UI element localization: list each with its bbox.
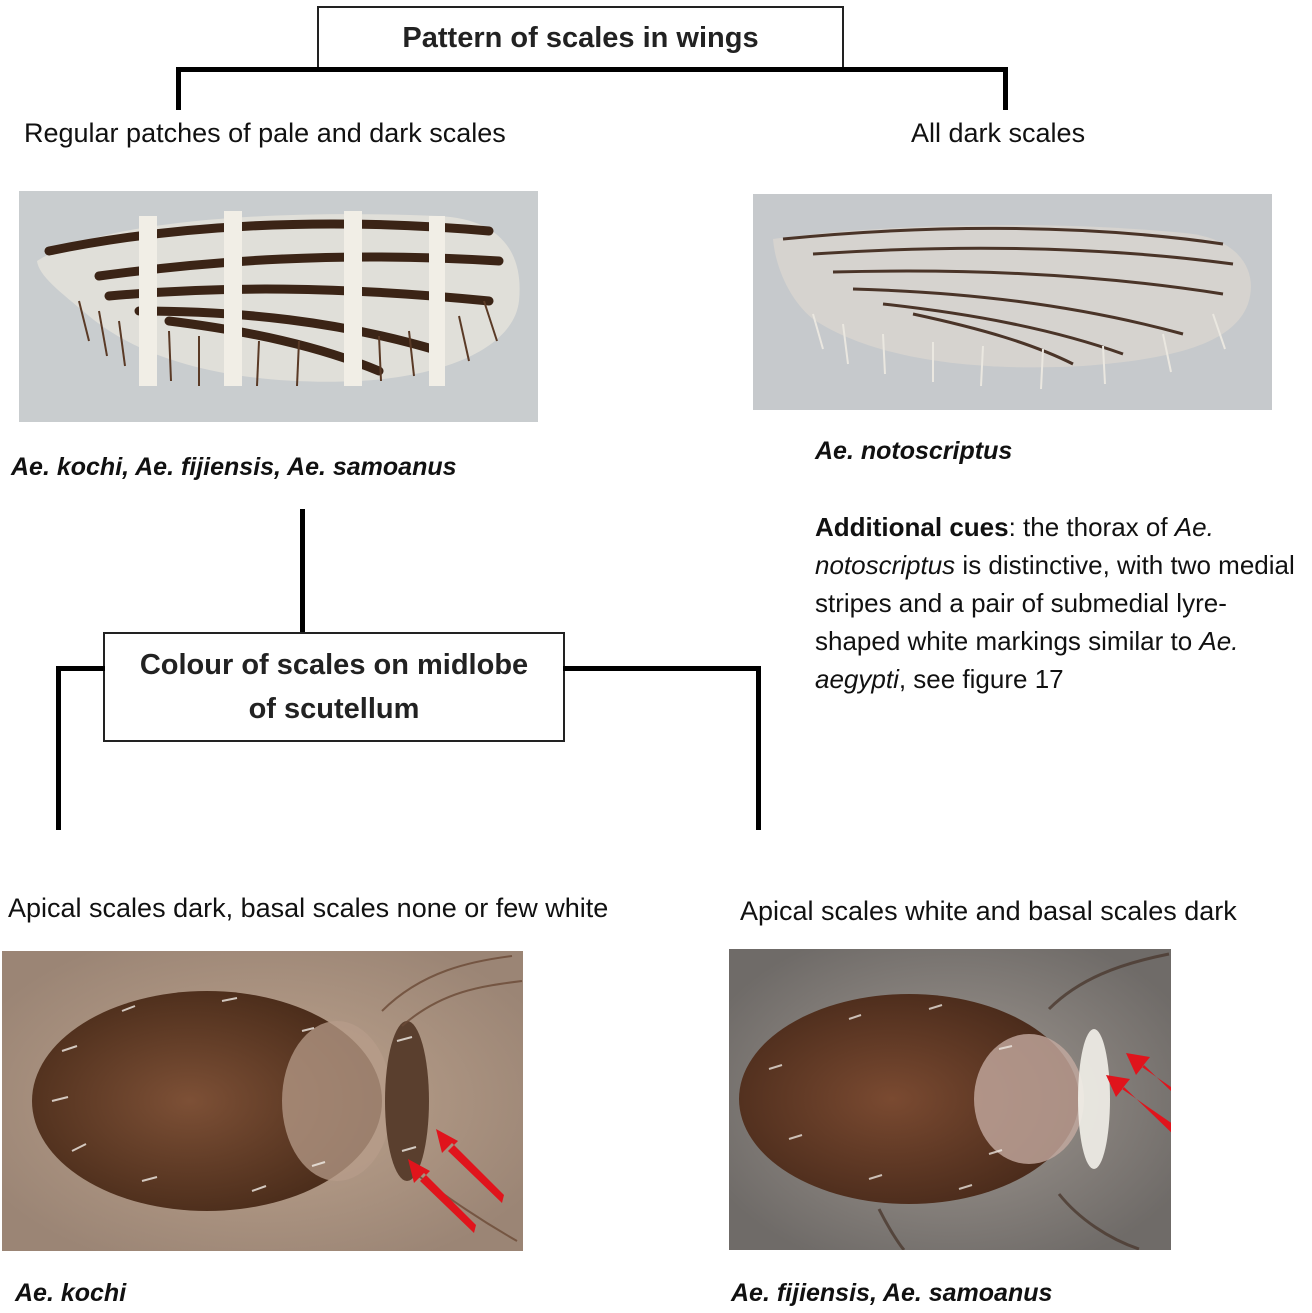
mid-connector-left-horizontal [56, 666, 105, 671]
mid-connector-right-drop [756, 666, 761, 830]
leaf-left-species: Ae. kochi [15, 1279, 126, 1308]
cues-part1: : the thorax of [1009, 512, 1175, 542]
cues-part3: , see figure 17 [899, 664, 1064, 694]
scutellum-fijiensis-image [729, 949, 1171, 1250]
top-decision-label: Pattern of scales in wings [402, 22, 758, 55]
branch-right-label: All dark scales [911, 118, 1085, 149]
mid-decision-line1: Colour of scales on midlobe [140, 643, 528, 687]
additional-cues-heading: Additional cues [815, 512, 1009, 542]
top-connector-right-drop [1003, 67, 1008, 110]
scutellum-kochi-image [2, 951, 523, 1251]
additional-cues-text: Additional cues: the thorax of Ae. notos… [815, 508, 1305, 698]
wing-right-species: Ae. notoscriptus [815, 437, 1012, 466]
mid-decision-line2: of scutellum [249, 687, 420, 731]
mid-decision-box: Colour of scales on midlobe of scutellum [103, 632, 565, 742]
leaf-left-label: Apical scales dark, basal scales none or… [8, 893, 608, 924]
wing-left-species: Ae. kochi, Ae. fijiensis, Ae. samoanus [11, 453, 457, 482]
wing-banded-image [19, 191, 538, 422]
branch-left-label: Regular patches of pale and dark scales [24, 118, 506, 149]
mid-connector-left-drop [56, 666, 61, 830]
top-connector-left-drop [176, 67, 181, 110]
mid-connector-right-horizontal [563, 666, 761, 671]
leaf-right-label: Apical scales white and basal scales dar… [740, 896, 1237, 927]
wing-dark-image [753, 194, 1272, 410]
top-connector-horizontal [176, 67, 1008, 72]
leaf-right-species: Ae. fijiensis, Ae. samoanus [731, 1279, 1052, 1308]
top-decision-box: Pattern of scales in wings [317, 6, 844, 70]
mid-connector-vertical [300, 509, 305, 634]
